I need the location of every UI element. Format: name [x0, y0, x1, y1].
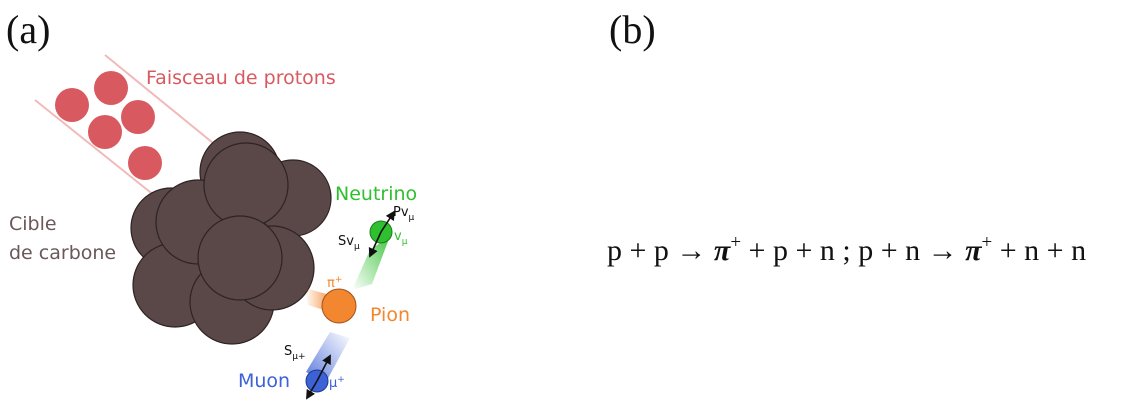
- proton-particle: [121, 100, 155, 134]
- neutrino-spin-label: Svμ: [338, 234, 360, 252]
- proton-particle: [94, 71, 128, 105]
- pion-symbol-eq: π: [714, 234, 730, 267]
- proton-particle: [128, 146, 162, 180]
- neutrino-symbol: vμ: [394, 229, 408, 247]
- proton-particle: [55, 88, 89, 122]
- pion-particle: [322, 289, 356, 323]
- target-label-line1: Cible: [9, 213, 57, 235]
- reaction-equation: p + p → π+ + p + n ; p + n → π+ + n + n: [607, 232, 1086, 268]
- pion-charge-eq-2: +: [982, 232, 993, 253]
- muon-symbol: μ+: [329, 375, 345, 391]
- carbon-nucleon: [198, 216, 282, 300]
- pion-label: Pion: [370, 304, 410, 326]
- equation-part1: p + p →: [607, 234, 714, 267]
- pion-charge-eq: +: [730, 232, 741, 253]
- pion-symbol-eq-2: π: [965, 234, 981, 267]
- equation-part2: + p + n ; p + n →: [741, 234, 965, 267]
- neutrino-label: Neutrino: [335, 183, 417, 205]
- neutrino-momentum-label: Pvμ: [393, 205, 415, 223]
- muon-spin-label: Sμ+: [284, 344, 306, 362]
- muon-label: Muon: [238, 370, 290, 392]
- equation-part3: + n + n: [992, 234, 1086, 267]
- proton-particle: [88, 115, 122, 149]
- carbon-nucleon: [204, 143, 288, 227]
- beam-label: Faisceau de protons: [146, 67, 336, 89]
- target-label-line2: de carbone: [9, 242, 116, 264]
